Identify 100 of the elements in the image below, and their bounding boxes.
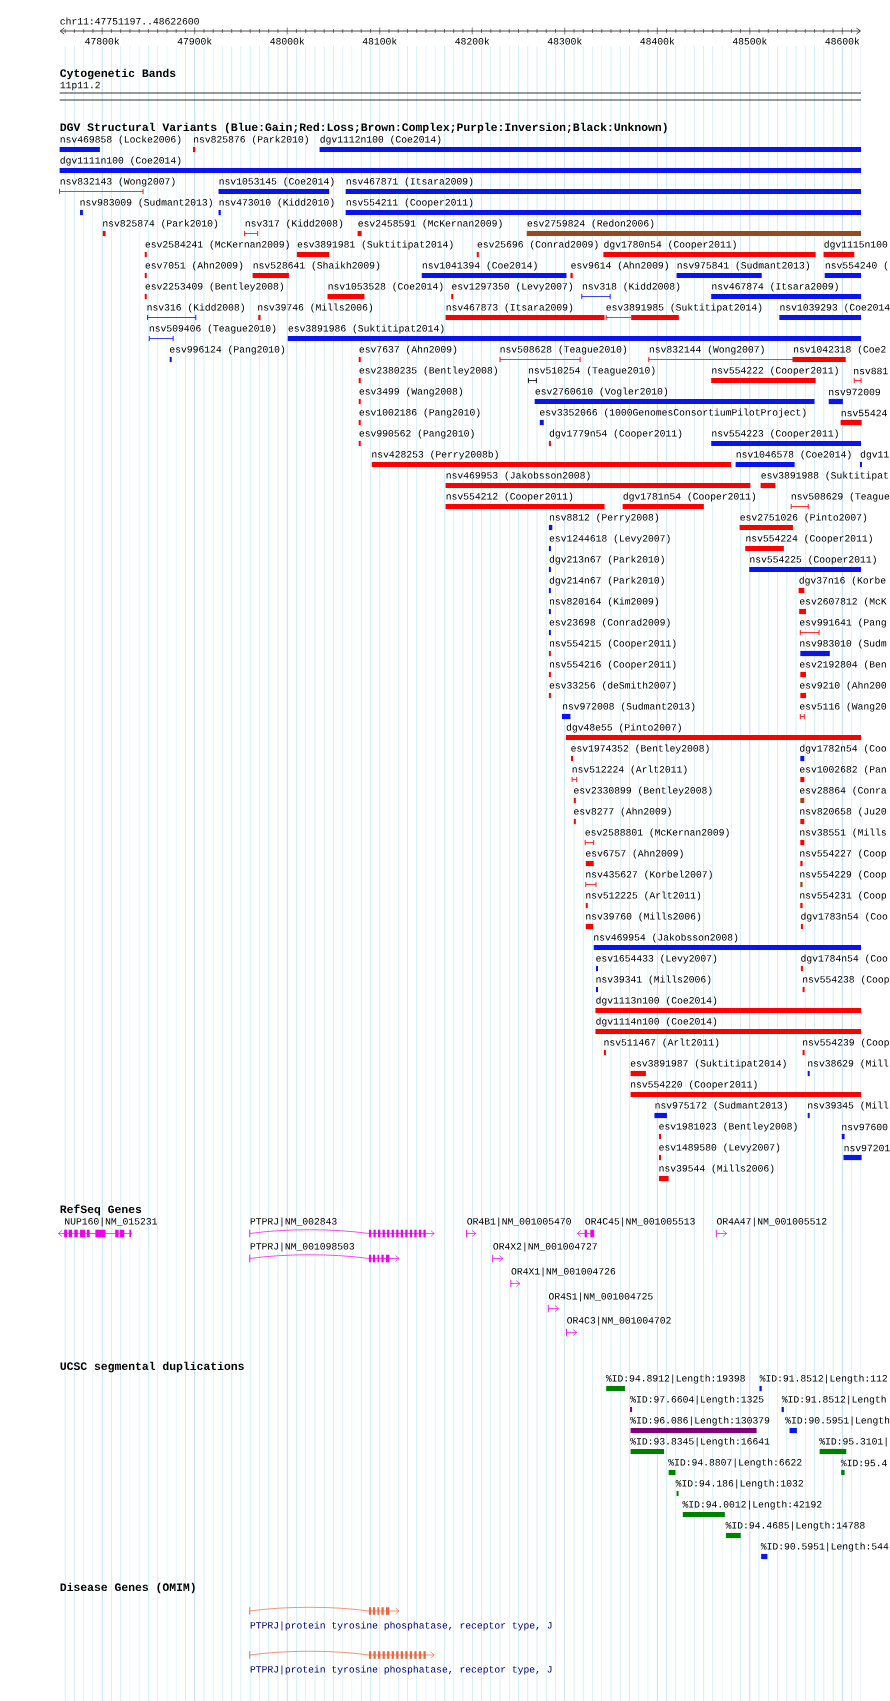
variant-label: nsv508628 (Teague2010) — [500, 345, 627, 355]
variant-label: dgv214n67 (Park2010) — [549, 576, 664, 586]
variant-label: nsv554211 (Cooper2011) — [346, 198, 473, 208]
variant-label: esv1489580 (Levy2007) — [659, 1143, 780, 1153]
variant-label: nsv554229 (Coop — [800, 870, 886, 880]
gene-label: PTPRJ|NM_001098503 — [250, 1242, 355, 1252]
track-heading: Cytogenetic Bands — [60, 68, 176, 80]
variant-label: dgv11 — [860, 450, 889, 460]
variant-label: nsv39760 (Mills2006) — [586, 912, 701, 922]
variant-label: nsv508629 (Teague — [791, 492, 890, 502]
gene-label: PTPRJ|NM_002843 — [250, 1217, 337, 1227]
variant-label: esv3891986 (Suktitipat2014) — [288, 324, 444, 334]
variant-label: nsv38551 (Mills — [800, 828, 886, 838]
variant-label: dgv1782n54 (Coo — [800, 744, 887, 754]
variant-label: nsv554212 (Cooper2011) — [446, 492, 573, 502]
axis-tick-label: 48000k — [270, 37, 305, 45]
variant-label: nsv881 — [854, 367, 888, 375]
variant-label: dgv48e55 (Pinto2007) — [566, 723, 681, 733]
variant-label: nsv554215 (Cooper2011) — [549, 639, 676, 649]
variant-label: esv2458591 (McKernan2009) — [358, 219, 502, 229]
variant-label: nsv467871 (Itsara2009) — [346, 177, 473, 187]
variant-label: esv2253409 (Bentley2008) — [145, 282, 283, 292]
variant-label: nsv428253 (Perry2008b) — [372, 450, 498, 460]
variant-label: esv1981023 (Bentley2008) — [659, 1122, 797, 1132]
duplication-label: %ID:94.8912|Length:19398 — [605, 1374, 745, 1384]
track-heading: RefSeq Genes — [60, 1204, 142, 1216]
variant-label: esv3891988 (Suktitipat — [761, 471, 888, 481]
variant-label: esv991641 (Pang — [800, 618, 886, 628]
duplication-label: %ID:97.6604|Length:1325 — [630, 1395, 764, 1405]
variant-label: esv7637 (Ahn2009) — [359, 345, 457, 355]
variant-label: dgv1111n100 (Coe2014) — [60, 156, 181, 166]
variant-label: nsv825874 (Park2010) — [103, 219, 218, 229]
axis-tick-label: 48500k — [732, 37, 767, 45]
duplication-label: %ID:91.8512|Length:112 — [759, 1374, 887, 1384]
variant-label: nsv55424 — [841, 409, 887, 417]
duplication-label: %ID:90.5951|Length — [785, 1416, 890, 1426]
variant-label: esv2760610 (Vogler2010) — [535, 387, 668, 397]
variant-label: esv990562 (Pang2010) — [359, 429, 474, 439]
duplication-label: %ID:91.8512|Length — [781, 1395, 886, 1405]
variant-label: esv6757 (Ahn2009) — [586, 849, 683, 859]
variant-label: nsv39746 (Mills2006) — [258, 303, 373, 313]
variant-label: esv1297350 (Levy2007) — [452, 282, 573, 292]
duplication-label: %ID:95.4 — [840, 1459, 887, 1467]
variant-label: esv1002186 (Pang2010) — [359, 408, 480, 418]
disease-gene-label: PTPRJ|protein tyrosine phosphatase, receptor type, J — [250, 1621, 552, 1631]
gene-label: OR4C3|NM_001004702 — [567, 1316, 671, 1326]
variant-label: esv1974352 (Bentley2008) — [571, 744, 709, 754]
variant-label: dgv1115n100 — [824, 240, 888, 250]
variant-label: nsv820164 (Kim2009) — [549, 597, 658, 607]
variant-label: nsv512224 (Arlt2011) — [572, 765, 687, 775]
variant-label: nsv467874 (Itsara2009) — [712, 282, 838, 292]
variant-label: esv33256 (deSmith2007) — [549, 681, 676, 691]
variant-label: esv9210 (Ahn200 — [800, 681, 887, 691]
variant-label: nsv528641 (Shaikh2009) — [253, 261, 380, 271]
variant-label: nsv1039293 (Coe2014 — [780, 303, 890, 313]
variant-label: dgv37n16 (Korbe — [799, 576, 886, 586]
variant-label: nsv316 (Kidd2008) — [147, 303, 244, 313]
variant-label: nsv39345 (Mill — [808, 1101, 889, 1111]
track-heading: UCSC segmental duplications — [60, 1361, 244, 1373]
variant-label: nsv317 (Kidd2008) — [245, 219, 343, 229]
duplication-label: %ID:90.5951|Length:544 — [760, 1542, 889, 1552]
variant-label: dgv1784n54 (Coo — [801, 954, 888, 964]
track-heading: DGV Structural Variants (Blue:Gain;Red:Loss;Brown:Complex;Purple:Inversion;Black:Unknown) — [60, 122, 667, 134]
variant-label: nsv983009 (Sudmant2013) — [80, 198, 212, 208]
duplication-label: %ID:96.086|Length:130379 — [630, 1416, 770, 1426]
variant-label: esv28864 (Conra — [800, 786, 887, 796]
variant-label: esv2192804 (Ben — [800, 660, 886, 670]
variant-label: esv2759824 (Redon2006) — [527, 219, 654, 229]
duplication-label: %ID:93.8345|Length:16641 — [630, 1437, 770, 1447]
track-heading: Disease Genes (OMIM) — [60, 1582, 195, 1594]
variant-label: nsv554227 (Coop — [800, 849, 886, 859]
duplication-label: %ID:95.3101| — [819, 1437, 887, 1447]
axis-tick-label: 48100k — [362, 37, 397, 45]
variant-label: nsv975172 (Sudmant2013) — [655, 1101, 787, 1111]
variant-label: nsv97600 — [842, 1123, 888, 1131]
variant-label: dgv1112n100 (Coe2014) — [320, 135, 441, 145]
variant-label: nsv972008 (Sudmant2013) — [563, 702, 695, 712]
variant-label: nsv554223 (Cooper2011) — [712, 429, 838, 439]
variant-label: nsv509406 (Teague2010) — [149, 324, 276, 334]
variant-label: nsv473010 (Kidd2010) — [219, 198, 334, 208]
duplication-label: %ID:94.4685|Length:14788 — [725, 1521, 865, 1531]
variant-label: nsv1053528 (Coe2014) — [328, 282, 443, 292]
variant-label: dgv1783n54 (Coo — [801, 912, 888, 922]
axis-tick-label: 48200k — [455, 37, 490, 45]
variant-label: dgv1113n100 (Coe2014) — [596, 996, 717, 1006]
variant-label: nsv469953 (Jakobsson2008) — [446, 471, 590, 481]
axis-tick-label: 47800k — [85, 37, 120, 45]
variant-label: nsv554240 ( — [825, 261, 888, 271]
variant-label: nsv983010 (Sudm — [800, 639, 887, 649]
variant-label: nsv512225 (Arlt2011) — [586, 891, 701, 901]
variant-label: esv8277 (Ahn2009) — [574, 807, 671, 817]
variant-label: nsv825876 (Park2010) — [194, 135, 308, 145]
variant-label: esv2751026 (Pinto2007) — [740, 513, 867, 523]
variant-label: nsv39341 (Mills2006) — [596, 975, 711, 985]
variant-label: nsv97201 — [844, 1144, 890, 1152]
variant-label: esv2380235 (Bentley2008) — [359, 366, 497, 376]
variant-label: nsv820658 (Ju20 — [800, 807, 887, 817]
axis-tick-label: 48400k — [640, 37, 675, 45]
variant-label: nsv1046578 (Coe2014) — [736, 450, 851, 460]
variant-label: nsv469858 (Locke2006) — [60, 135, 181, 145]
